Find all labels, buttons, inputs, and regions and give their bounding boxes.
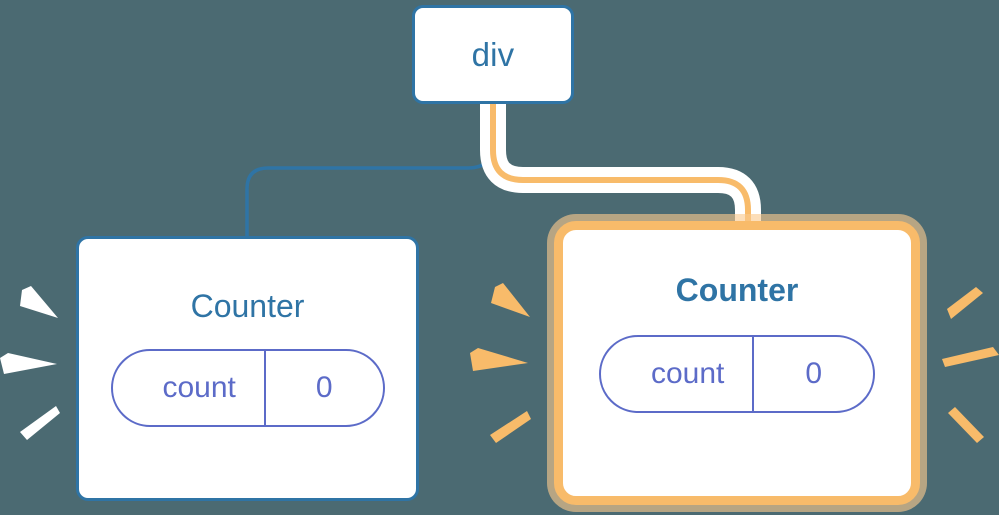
- node-counter-right-label: Counter: [675, 272, 799, 308]
- sparkle-left-outer-icon: [0, 280, 62, 450]
- node-counter-left[interactable]: Counter count 0: [76, 236, 419, 501]
- edge-div-to-counter-right-halo: [480, 102, 761, 234]
- state-key-left: count: [162, 371, 236, 404]
- state-pill-right: count 0: [599, 335, 875, 413]
- edge-div-to-counter-left: [245, 101, 495, 240]
- sparkle-right-outer-icon: [935, 275, 999, 455]
- sparkle-middle-icon: [470, 275, 532, 455]
- state-pill-divider: [263, 351, 266, 425]
- state-key-right: count: [651, 357, 725, 390]
- state-value-left: 0: [315, 371, 333, 404]
- edge-div-to-counter-right: [490, 102, 751, 234]
- node-counter-left-label: Counter: [190, 288, 305, 324]
- state-value-right: 0: [805, 357, 823, 390]
- node-counter-right[interactable]: Counter count 0: [554, 221, 920, 505]
- node-div[interactable]: div: [412, 5, 574, 104]
- state-pill-left: count 0: [110, 349, 385, 427]
- state-pill-divider: [752, 337, 755, 411]
- node-div-label: div: [471, 36, 515, 73]
